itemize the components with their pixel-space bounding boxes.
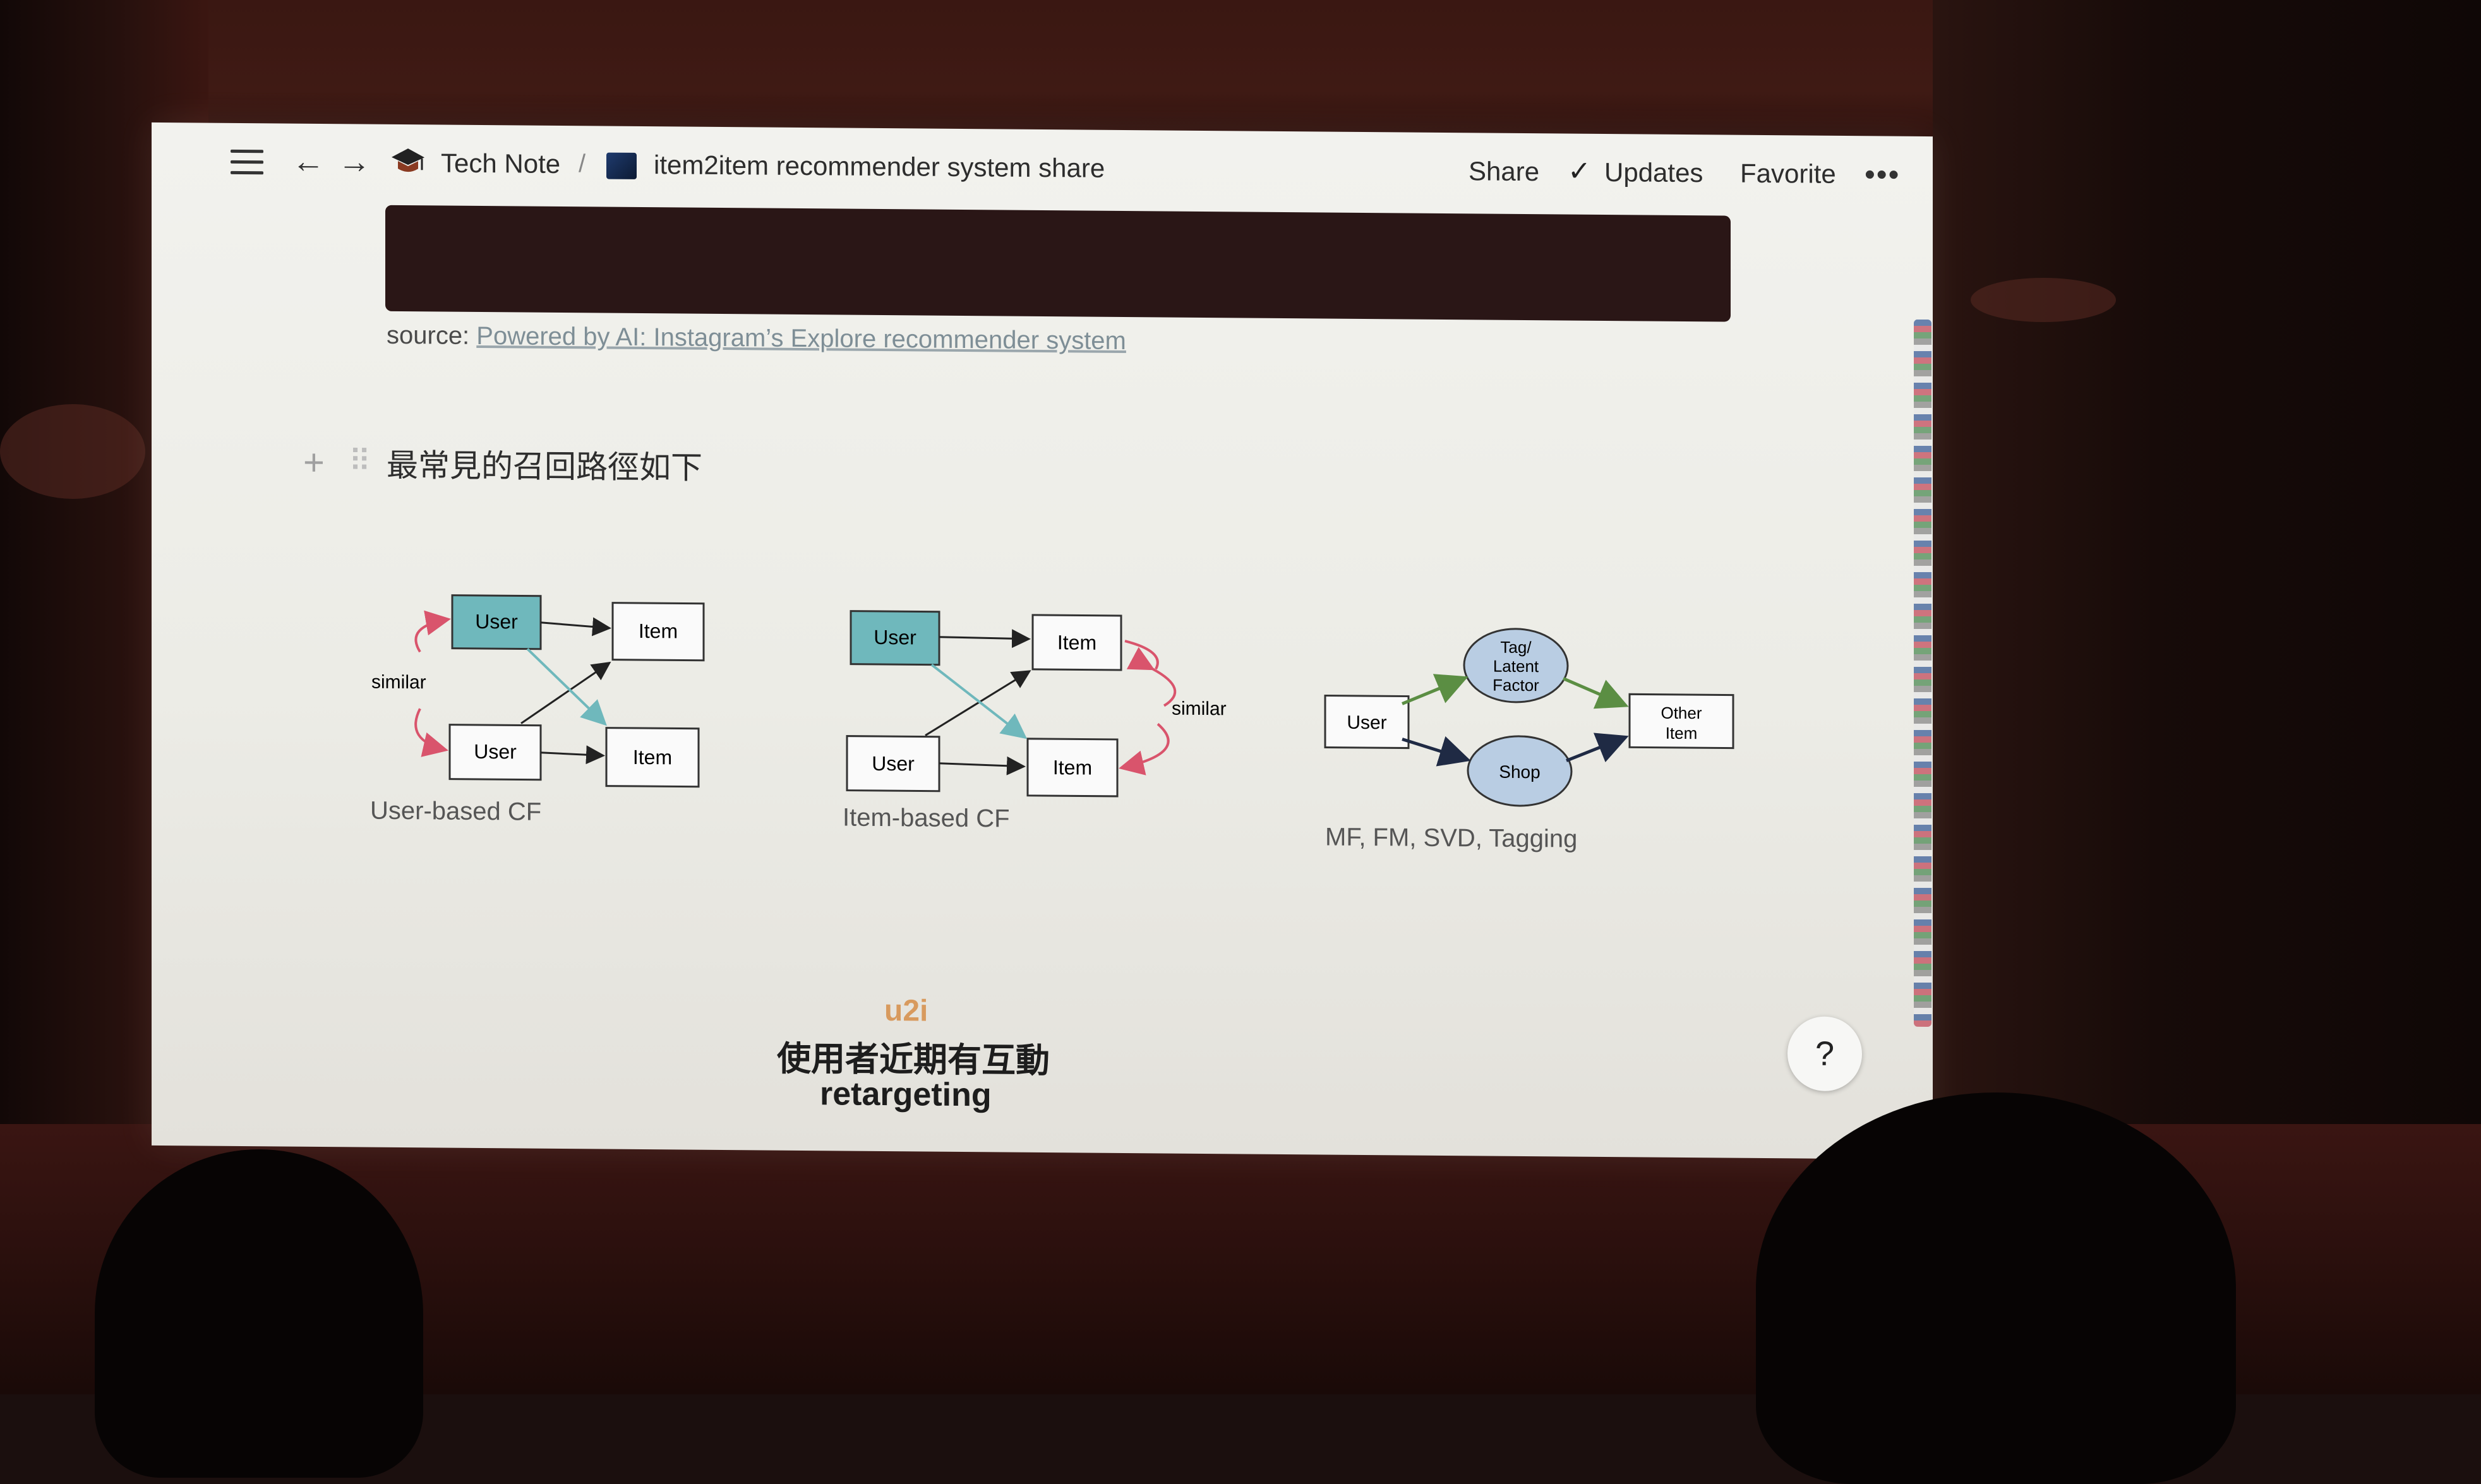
mf-shop-label: Shop [1499, 762, 1540, 782]
mf-other-item-node [1628, 693, 1734, 750]
embedded-media-block[interactable] [385, 205, 1731, 322]
share-button[interactable]: Share [1469, 156, 1540, 187]
top-bar: ← → Tech Note / item2item recommender sy… [152, 123, 1933, 212]
mf-edge-shop-other [1566, 733, 1629, 763]
mf-tag-label-3: Factor [1493, 676, 1539, 695]
mf-edge-tag-other [1563, 677, 1629, 709]
icf-item-top-node [1031, 614, 1122, 671]
item-based-cf-diagram: User User Item Item similar [846, 610, 1227, 798]
ucf-similar-arc-top [414, 610, 451, 653]
icf-item-bottom-label: Item [1053, 756, 1092, 779]
subtitle-accent: u2i [884, 994, 928, 1028]
favorite-button[interactable]: Favorite [1740, 158, 1836, 189]
mf-edge-user-shop [1402, 736, 1471, 767]
mf-edge-user-tag [1402, 674, 1469, 705]
item-based-cf-caption: Item-based CF [843, 803, 1010, 833]
mf-other-item-label-2: Item [1666, 724, 1698, 743]
menu-icon[interactable] [231, 149, 263, 175]
page-cover-icon [606, 152, 637, 179]
source-prefix: source: [387, 321, 470, 350]
icf-item-top-label: Item [1057, 631, 1096, 654]
icf-user-top-label: User [874, 626, 916, 649]
icf-similar-label: similar [1172, 698, 1227, 720]
projected-screen: ← → Tech Note / item2item recommender sy… [152, 122, 1933, 1160]
ucf-item-bottom-label: Item [633, 746, 672, 769]
ucf-similar-label: similar [371, 672, 426, 693]
ucf-item-top-node [611, 602, 705, 662]
user-based-cf-caption: User-based CF [370, 796, 542, 826]
icf-edge-user-bottom-item-top [925, 670, 1031, 736]
scroll-strip[interactable] [1914, 319, 1931, 1027]
icf-similar-arc-join [1124, 640, 1159, 670]
ucf-edge-user-bottom-item-top [520, 661, 611, 724]
updates-button[interactable]: Updates [1604, 157, 1703, 188]
mf-user-node [1324, 695, 1410, 750]
icf-edge-user-bottom-item-bottom [939, 756, 1026, 775]
breadcrumb-page-title[interactable]: item2item recommender system share [654, 150, 1105, 183]
mf-fm-svd-tagging-diagram: User Tag/ Latent Factor Shop Other Item [1324, 628, 1734, 807]
icf-user-top-node [850, 610, 940, 666]
user-based-cf-diagram: User User Item Item similar [371, 594, 705, 788]
ucf-edge-user-top-item-top [540, 617, 611, 637]
add-block-icon[interactable]: + [303, 441, 325, 484]
breadcrumb-workspace[interactable]: Tech Note [441, 148, 561, 179]
mf-other-item-label-1: Other [1661, 703, 1702, 723]
ceiling-light-left [0, 404, 145, 499]
icf-similar-arc-top [1126, 647, 1177, 707]
mf-diagram-caption: MF, FM, SVD, Tagging [1325, 823, 1578, 853]
ucf-user-bottom-label: User [474, 740, 517, 763]
audience-head-right [1756, 1092, 2236, 1484]
icf-item-bottom-node [1026, 738, 1119, 798]
more-options-icon[interactable]: ••• [1865, 158, 1901, 192]
help-button[interactable]: ? [1787, 1016, 1862, 1092]
mf-shop-node [1467, 735, 1573, 807]
ucf-user-top-label: User [475, 610, 518, 633]
drag-handle-icon[interactable]: ⠿ [349, 445, 369, 479]
breadcrumb-separator: / [579, 150, 586, 178]
mf-tag-label-2: Latent [1493, 657, 1539, 676]
ceiling-light-right [1971, 278, 2116, 322]
forward-arrow-icon[interactable]: → [338, 143, 371, 181]
icf-edge-recommend [930, 664, 1028, 739]
back-arrow-icon[interactable]: ← [292, 143, 325, 181]
source-line: source: Powered by AI: Instagram’s Explo… [387, 321, 1126, 356]
source-link[interactable]: Powered by AI: Instagram’s Explore recom… [476, 321, 1126, 356]
icf-edge-user-top-item-top [939, 629, 1031, 649]
icf-similar-arc-bottom [1119, 722, 1170, 775]
ucf-item-bottom-node [605, 727, 700, 788]
subtitle-line-english: retargeting [820, 1075, 992, 1114]
mf-tag-label-1: Tag/ [1500, 638, 1532, 657]
mf-user-label: User [1347, 712, 1386, 733]
section-heading: 最常見的召回路徑如下 [387, 447, 702, 486]
graduation-cap-icon [392, 148, 424, 172]
ucf-item-top-label: Item [639, 619, 678, 642]
ucf-similar-arc-bottom [414, 708, 448, 757]
ucf-edge-recommend [526, 648, 607, 726]
check-icon: ✓ [1568, 155, 1591, 187]
ucf-edge-user-bottom-item-bottom [540, 745, 605, 765]
subtitle-line-chinese: 使用者近期有互動 [777, 1039, 1050, 1080]
icf-user-bottom-label: User [872, 752, 915, 775]
audience-head-left [95, 1149, 423, 1478]
mf-tag-node [1463, 628, 1569, 703]
